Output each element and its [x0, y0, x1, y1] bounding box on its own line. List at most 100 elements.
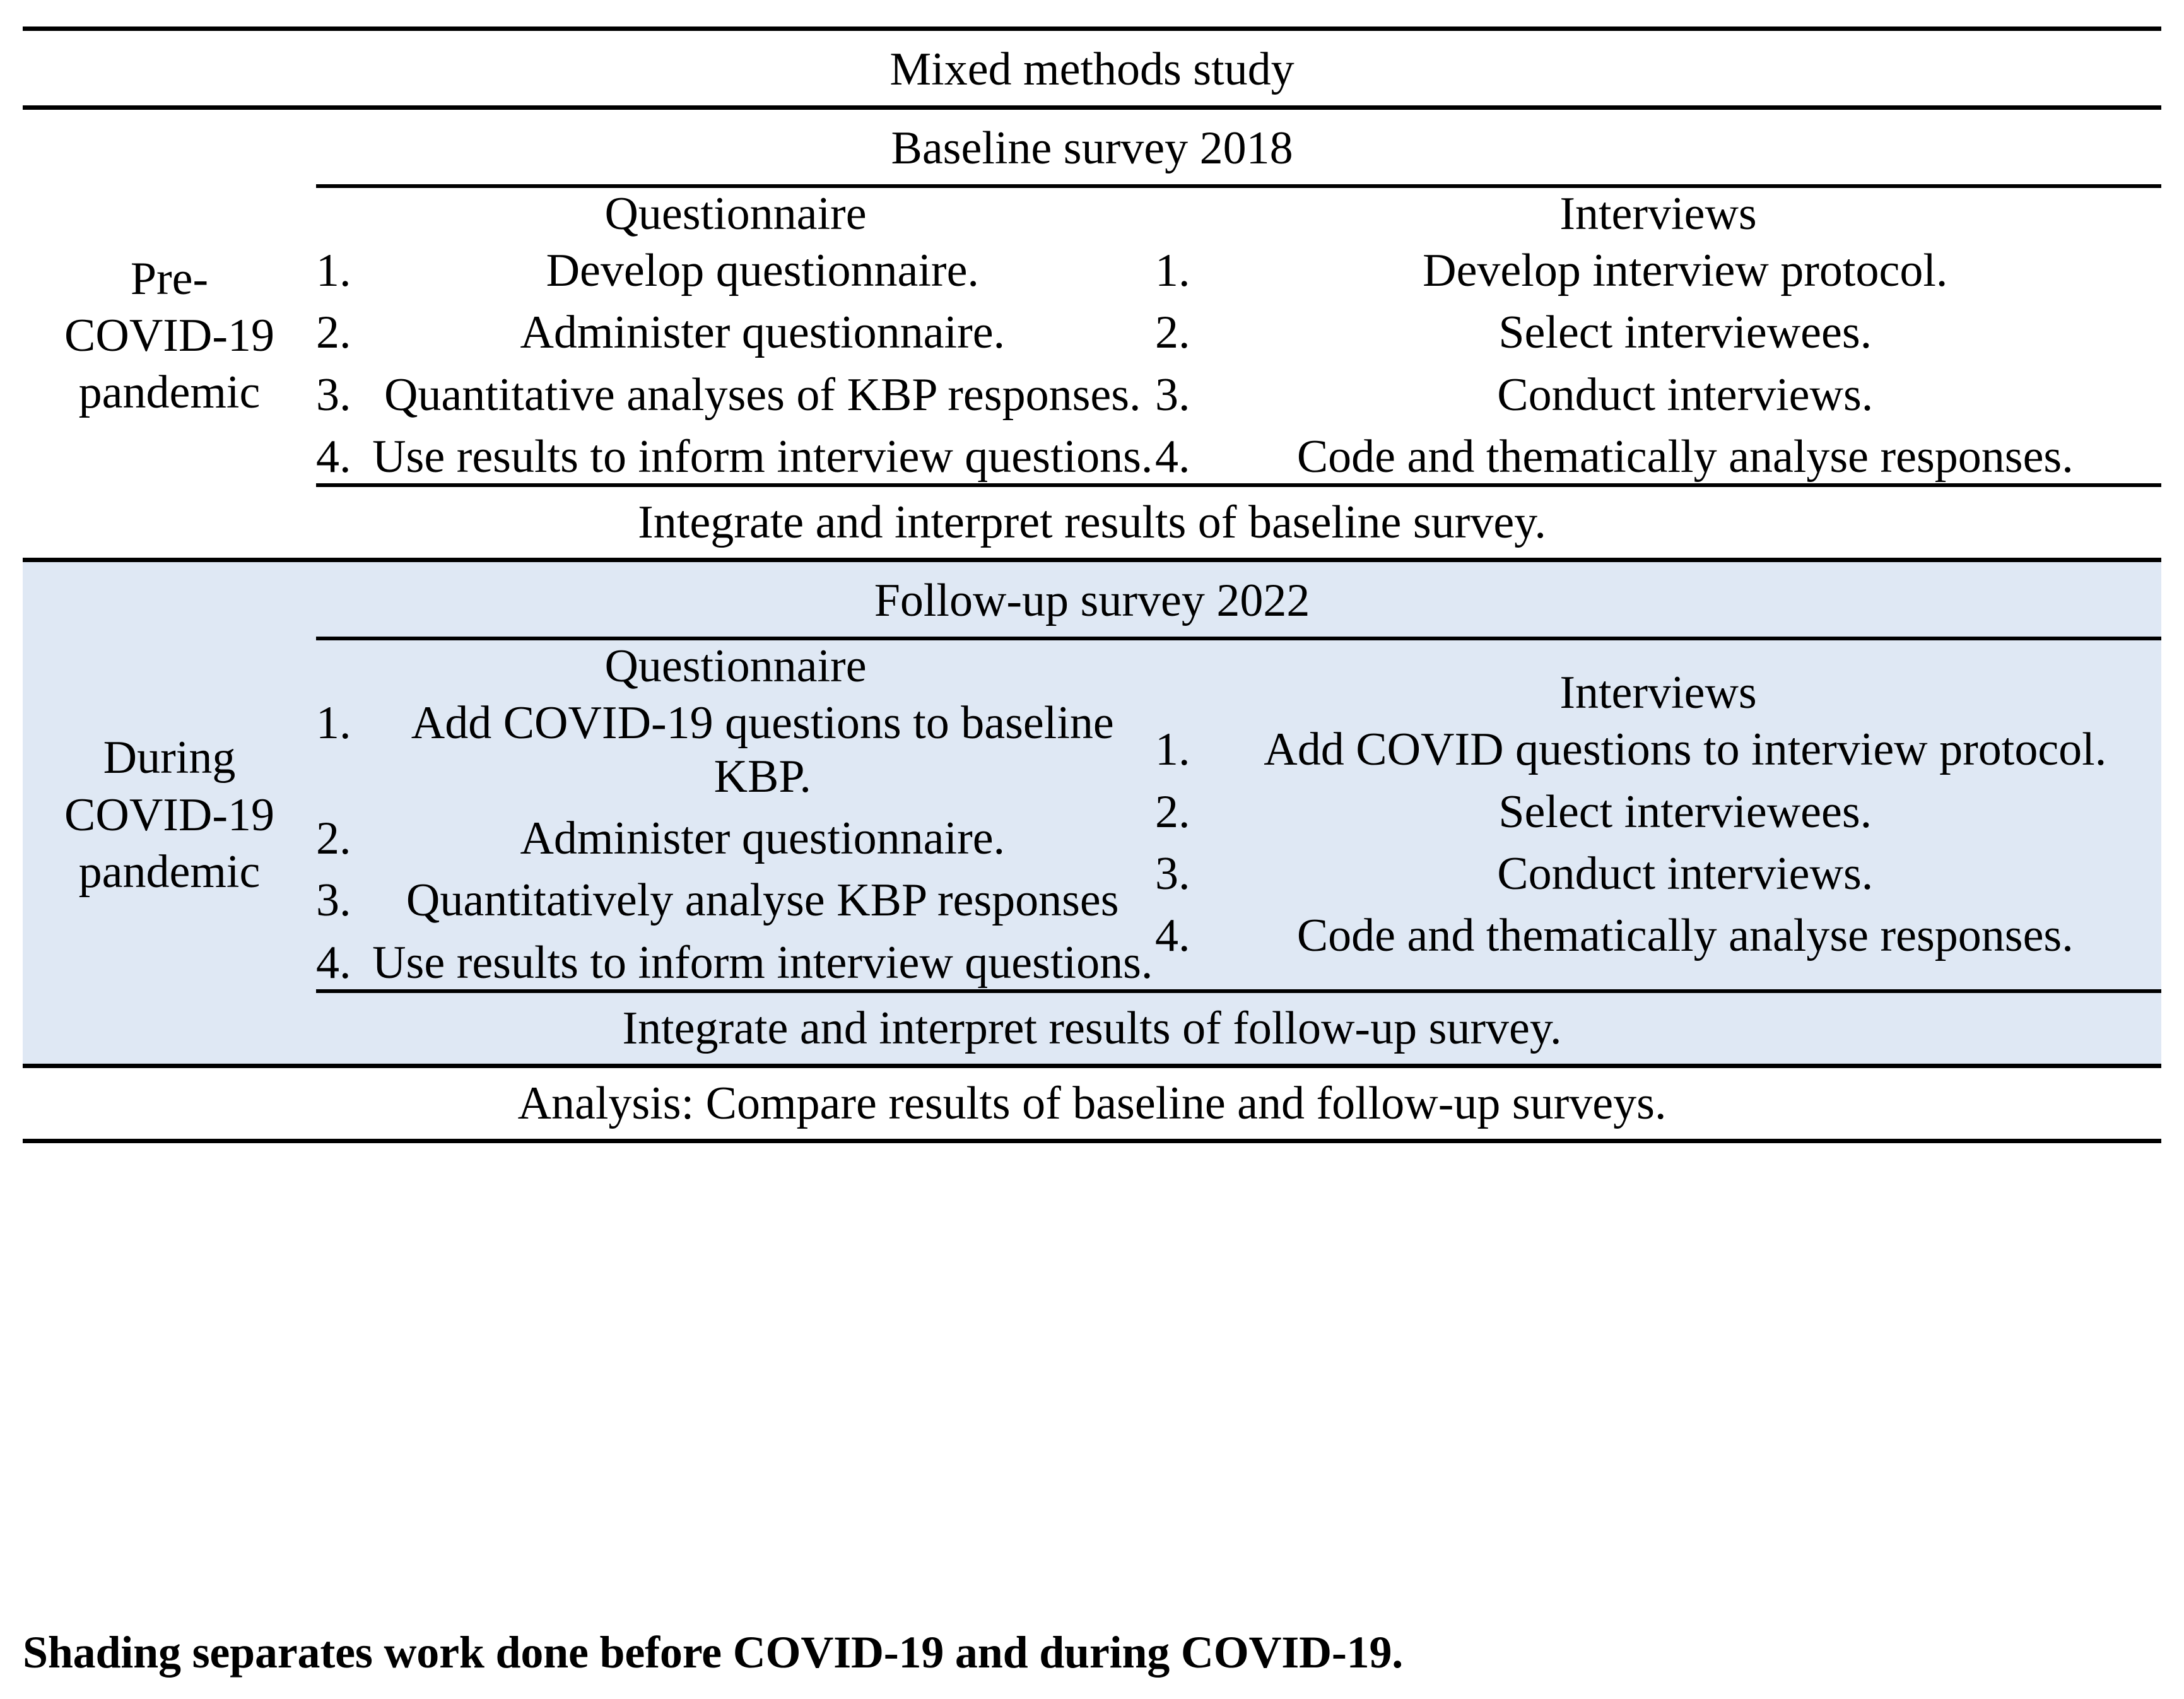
table-row-baseline-integrate: Integrate and interpret results of basel…: [23, 487, 2162, 563]
followup-header-rule-row: [23, 637, 2162, 641]
step-number: 2.: [1155, 307, 1190, 359]
step-number: 4.: [316, 936, 351, 989]
followup-header-cell: Follow-up survey 2022: [23, 560, 2162, 637]
baseline-integrate-text: Integrate and interpret results of basel…: [638, 496, 1546, 548]
final-analysis-text: Analysis: Compare results of baseline an…: [517, 1077, 1667, 1129]
followup-questionnaire-steps: 1. Add COVID-19 questions to baseline KB…: [316, 697, 1155, 989]
rule-line: [316, 483, 2162, 488]
list-item: 1. Add COVID questions to interview prot…: [1155, 723, 2161, 776]
followup-period-line-1: During: [103, 732, 236, 784]
step-text: Add COVID-19 questions to baseline KBP.: [411, 697, 1114, 802]
figure-caption: Shading separates work done before COVID…: [23, 1627, 1404, 1678]
step-text: Use results to inform interview question…: [372, 936, 1153, 989]
step-number: 4.: [1155, 910, 1190, 962]
step-text: Add COVID questions to interview protoco…: [1264, 724, 2107, 776]
list-item: 4. Code and thematically analyse respons…: [1155, 430, 2161, 483]
baseline-header-rule: [316, 184, 2162, 188]
followup-integrate-rule-row: [23, 989, 2162, 993]
baseline-period-label-cell: Pre- COVID-19 pandemic: [23, 188, 316, 483]
step-text: Code and thematically analyse responses.: [1296, 430, 2074, 483]
followup-period-label-cell: During COVID-19 pandemic: [23, 640, 316, 989]
list-item: 3. Conduct interviews.: [1155, 847, 2161, 900]
followup-header-label: Follow-up survey 2022: [874, 574, 1310, 626]
final-analysis-cell: Analysis: Compare results of baseline an…: [23, 1066, 2162, 1143]
list-item: 4. Use results to inform interview quest…: [316, 430, 1155, 483]
step-text: Select interviewees.: [1498, 307, 1872, 359]
list-item: 2. Select interviewees.: [1155, 785, 2161, 838]
step-number: 2.: [316, 812, 351, 864]
step-number: 4.: [316, 430, 351, 483]
step-number: 1.: [316, 697, 351, 750]
step-number: 3.: [1155, 368, 1190, 421]
baseline-integrate-cell: Integrate and interpret results of basel…: [23, 487, 2162, 563]
step-number: 1.: [316, 244, 351, 297]
table-row-final-analysis: Analysis: Compare results of baseline an…: [23, 1066, 2162, 1143]
table-row-followup-integrate: Integrate and interpret results of follo…: [23, 992, 2162, 1068]
baseline-header-cell: Baseline survey 2018: [23, 108, 2161, 185]
mixed-methods-table-wrapper: Mixed methods study Baseline survey 2018: [23, 26, 2162, 1143]
step-text: Administer questionnaire.: [520, 307, 1006, 359]
step-text: Use results to inform interview question…: [372, 430, 1153, 483]
step-text: Conduct interviews.: [1497, 848, 1874, 900]
step-number: 1.: [1155, 244, 1190, 297]
followup-interviews-steps: 1. Add COVID questions to interview prot…: [1155, 723, 2161, 962]
followup-integrate-rule: [316, 989, 2162, 993]
table-row-study-title: Mixed methods study: [23, 26, 2162, 110]
followup-header-rule: [316, 637, 2162, 641]
list-item: 3. Quantitative analyses of KBP response…: [316, 368, 1155, 421]
step-text: Conduct interviews.: [1497, 368, 1874, 421]
list-item: 2. Administer questionnaire.: [316, 306, 1155, 359]
step-number: 3.: [316, 874, 351, 927]
step-number: 3.: [316, 368, 351, 421]
list-item: 1. Add COVID-19 questions to baseline KB…: [316, 697, 1155, 803]
baseline-period-line-3: pandemic: [78, 367, 261, 419]
step-text: Select interviewees.: [1498, 785, 1872, 838]
list-item: 3. Quantitatively analyse KBP responses: [316, 874, 1155, 927]
spacer-left: [23, 637, 316, 641]
step-text: Develop interview protocol.: [1423, 244, 1948, 297]
table-row-followup-header: Follow-up survey 2022: [23, 560, 2162, 637]
baseline-integrate-rule: [316, 483, 2162, 488]
step-number: 4.: [1155, 430, 1190, 483]
step-text: Quantitatively analyse KBP responses: [406, 874, 1119, 927]
baseline-period-line-1: Pre-: [130, 252, 209, 305]
step-number: 2.: [316, 307, 351, 359]
baseline-header-rule-row: [23, 184, 2162, 188]
baseline-interviews-heading: Interviews: [1559, 188, 1757, 240]
step-text: Quantitative analyses of KBP responses.: [384, 368, 1141, 421]
mixed-methods-table: Mixed methods study Baseline survey 2018: [23, 26, 2162, 1143]
list-item: 4. Use results to inform interview quest…: [316, 936, 1155, 989]
table-row-followup-body: During COVID-19 pandemic Questionnaire 1…: [23, 640, 2162, 989]
study-title-cell: Mixed methods study: [23, 26, 2162, 110]
list-item: 2. Select interviewees.: [1155, 306, 2161, 359]
baseline-interviews-cell: Interviews 1. Develop interview protocol…: [1155, 188, 2161, 483]
followup-interviews-heading: Interviews: [1559, 667, 1757, 719]
rule-line: [316, 184, 2162, 188]
step-number: 1.: [1155, 724, 1190, 776]
baseline-header-label: Baseline survey 2018: [891, 122, 1293, 174]
baseline-questionnaire-steps: 1. Develop questionnaire. 2. Administer …: [316, 244, 1155, 483]
table-row-baseline-header: Baseline survey 2018: [23, 108, 2161, 185]
followup-period-line-2: COVID-19: [64, 789, 274, 841]
baseline-questionnaire-heading: Questionnaire: [604, 188, 867, 240]
study-title: Mixed methods study: [889, 43, 1295, 95]
baseline-questionnaire-cell: Questionnaire 1. Develop questionnaire. …: [316, 188, 1155, 483]
step-text: Code and thematically analyse responses.: [1296, 910, 2074, 962]
baseline-interviews-steps: 1. Develop interview protocol. 2. Select…: [1155, 244, 2161, 483]
baseline-integrate-rule-row: [23, 483, 2162, 488]
spacer-left: [23, 989, 316, 993]
followup-period-line-3: pandemic: [78, 845, 261, 898]
step-text: Administer questionnaire.: [520, 812, 1006, 864]
followup-integrate-text: Integrate and interpret results of follo…: [622, 1002, 1562, 1054]
list-item: 4. Code and thematically analyse respons…: [1155, 909, 2161, 962]
rule-line: [316, 989, 2162, 993]
followup-integrate-cell: Integrate and interpret results of follo…: [23, 992, 2162, 1068]
baseline-period-line-2: COVID-19: [64, 310, 274, 362]
list-item: 2. Administer questionnaire.: [316, 812, 1155, 865]
step-number: 2.: [1155, 785, 1190, 838]
table-row-baseline-body: Pre- COVID-19 pandemic Questionnaire 1. …: [23, 188, 2161, 483]
list-item: 1. Develop interview protocol.: [1155, 244, 2161, 297]
followup-interviews-cell: Interviews 1. Add COVID questions to int…: [1155, 640, 2162, 989]
rule-line: [316, 637, 2162, 641]
